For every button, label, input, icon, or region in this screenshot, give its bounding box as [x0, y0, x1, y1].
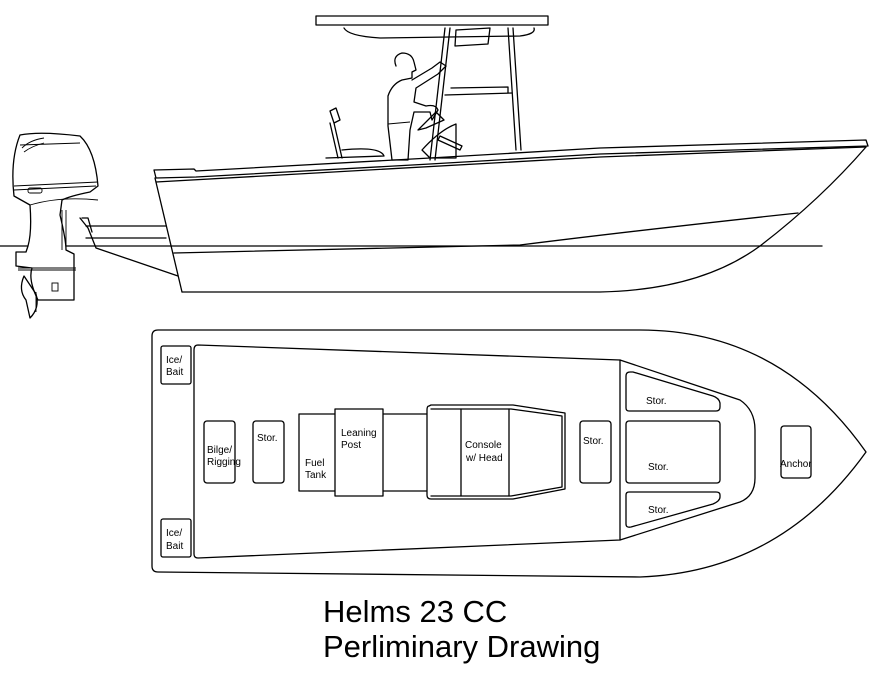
plan-view: Ice/ Bait Ice/ Bait Bilge/ Rigging Stor.… — [151, 329, 867, 578]
hull-side — [79, 139, 869, 293]
label: Stor. — [257, 433, 278, 444]
label: Stor. — [583, 436, 604, 447]
storage-forward-console: Stor. — [579, 420, 612, 484]
leaning-post: Leaning Post — [334, 408, 384, 497]
side-profile-view — [0, 15, 869, 319]
drawing-title-block: Helms 23 CC Perliminary Drawing — [323, 594, 600, 664]
drawing-title: Helms 23 CC — [323, 594, 508, 629]
label: Stor. — [648, 462, 669, 473]
deck-outline-inner — [193, 344, 756, 559]
label: w/ Head — [465, 453, 503, 464]
label: Post — [341, 440, 361, 451]
steering-wheel — [417, 111, 463, 159]
label: Console — [465, 440, 502, 451]
label: Tank — [305, 470, 327, 481]
bilge-rigging-compartment: Bilge/ Rigging — [203, 420, 241, 484]
label: Bait — [166, 541, 183, 552]
storage-bow-middle: Stor. — [625, 420, 721, 484]
label: Ice/ — [166, 528, 182, 539]
label: Anchor — [780, 459, 812, 470]
anchor-locker: Anchor — [780, 425, 812, 479]
label: Stor. — [648, 505, 669, 516]
helmsman-figure — [387, 52, 447, 161]
storage-bow-bottom: Stor. — [625, 491, 721, 528]
label: Ice/ — [166, 355, 182, 366]
ice-bait-box-top: Ice/ Bait — [160, 345, 192, 385]
center-console: Console w/ Head — [426, 404, 566, 500]
storage-aft: Stor. — [252, 420, 285, 484]
t-top — [315, 15, 549, 161]
label: Leaning — [341, 428, 377, 439]
label: Rigging — [207, 457, 241, 468]
storage-bow-top: Stor. — [625, 371, 721, 412]
label: Bilge/ — [207, 445, 232, 456]
ice-bait-box-bottom: Ice/ Bait — [160, 518, 192, 558]
label: Stor. — [646, 396, 667, 407]
label: Bait — [166, 367, 183, 378]
outboard-motor — [12, 132, 99, 319]
hull-outline-outer — [151, 329, 867, 578]
drawing-subtitle: Perliminary Drawing — [323, 629, 601, 664]
seat — [325, 107, 385, 159]
label: Fuel — [305, 458, 324, 469]
